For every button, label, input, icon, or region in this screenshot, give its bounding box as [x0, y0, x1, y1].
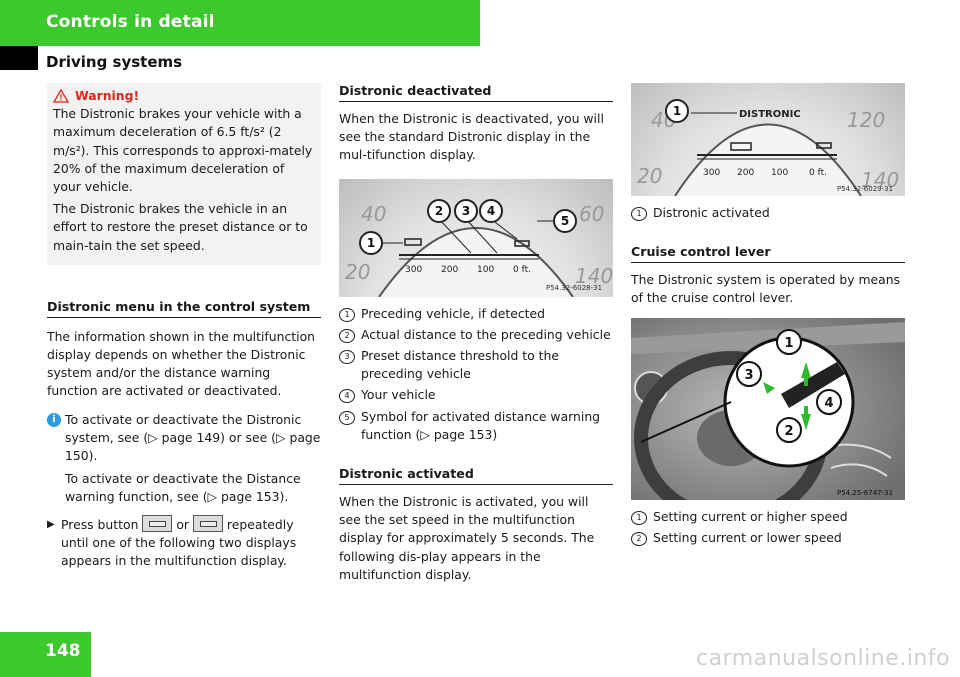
info-text-2: To activate or deactivate the Distance w… [65, 471, 301, 505]
section-title: Controls in detail [46, 12, 215, 32]
column-3: 40 120 20 140 DISTRONIC 300 200 100 0 ft… [631, 83, 905, 547]
speed-label: 120 [847, 108, 885, 132]
header-tab [0, 46, 38, 70]
column-1: Warning! The Distronic brakes your vehic… [47, 83, 321, 570]
speed-label: 140 [575, 264, 613, 288]
warning-text-1: The Distronic brakes your vehicle with a… [53, 106, 313, 195]
callout-number: 3 [744, 368, 753, 383]
warning-box: Warning! The Distronic brakes your vehic… [47, 83, 321, 265]
distance-label: 100 [477, 265, 494, 275]
distance-label: 100 [771, 168, 788, 178]
watermark: carmanualsonline.info [696, 646, 950, 671]
callout-number: 1 [784, 336, 793, 351]
callout-number: 3 [462, 204, 470, 218]
gauge-display-2: 40 120 20 140 DISTRONIC 300 200 100 0 ft… [637, 99, 899, 196]
figure-distronic-deactivated: 40 60 20 140 300 200 100 0 ft. 1 2 3 [339, 178, 613, 297]
column-2: Distronic deactivated When the Distronic… [339, 83, 613, 584]
distance-label: 0 ft. [809, 168, 827, 178]
figure-code: P54.32-6028-31 [546, 284, 602, 292]
step-arrow-icon: ▶ [47, 518, 55, 530]
page-number: 148 [45, 641, 81, 661]
warning-triangle-icon [53, 89, 69, 103]
paragraph-cruise-control: The Distronic system is operated by mean… [631, 272, 901, 306]
display-button-icon [192, 514, 223, 532]
warning-text-2: The Distronic brakes the vehicle in an e… [53, 201, 308, 253]
speed-label: 140 [861, 168, 899, 192]
step-text-post: repeatedly until one of the following tw… [61, 516, 297, 569]
heading-distronic-menu: Distronic menu in the control system [47, 299, 321, 318]
callout-number: 2 [784, 424, 793, 439]
warning-title: Warning! [53, 87, 315, 105]
callout-number: 5 [561, 214, 569, 228]
figure-cruise-control-lever: 1 2 3 4 P54.25-6747-31 [631, 317, 905, 500]
display-button-icon [142, 514, 173, 532]
distance-label: 0 ft. [513, 265, 531, 275]
warning-title-text: Warning! [75, 88, 140, 103]
speed-label: 20 [345, 260, 370, 284]
speed-label: 20 [637, 164, 662, 188]
step-text-pre: Press button [61, 516, 139, 532]
speed-label: 60 [579, 202, 604, 226]
figure-distronic-activated: 40 120 20 140 DISTRONIC 300 200 100 0 ft… [631, 83, 905, 196]
info-note: i To activate or deactivate the Distroni… [47, 411, 321, 507]
callout-number: 1 [673, 104, 681, 118]
step-text: Press button or repeatedly until one of … [61, 514, 321, 571]
steering-wheel-illustration: 1 2 3 4 P54.25-6747-31 [631, 317, 905, 500]
intro-paragraph: The information shown in the multifuncti… [47, 328, 316, 399]
distance-label: 200 [737, 168, 754, 178]
instruction-step: ▶ Press button or repeatedly until one o… [47, 514, 321, 571]
info-icon: i [47, 412, 61, 427]
header-bar [0, 0, 480, 46]
subsection-title: Driving systems [46, 53, 183, 71]
heading-cruise-control-lever: Cruise control lever [631, 244, 905, 264]
gauge-display-1: 40 60 20 140 300 200 100 0 ft. 1 2 3 [345, 198, 613, 297]
heading-distronic-deactivated: Distronic deactivated [339, 83, 613, 102]
heading-distronic-activated: Distronic activated [339, 466, 613, 486]
figure-code: P54.32-6029-31 [837, 185, 893, 193]
distance-label: 200 [441, 265, 458, 275]
page-number-box [0, 632, 91, 677]
step-text-or: or [176, 516, 190, 532]
callout-number: 4 [824, 396, 833, 411]
callout-number: 1 [367, 236, 375, 250]
distance-label: 300 [405, 265, 422, 275]
figure-code: P54.25-6747-31 [837, 489, 893, 497]
callout-number: 2 [435, 204, 443, 218]
distronic-label: DISTRONIC [739, 109, 801, 120]
speed-label: 40 [361, 202, 386, 226]
paragraph-deactivated: When the Distronic is deactivated, you w… [339, 111, 604, 163]
info-text-1: To activate or deactivate the Distronic … [65, 411, 321, 464]
distance-label: 300 [703, 168, 720, 178]
paragraph-activated: When the Distronic is activated, you wil… [339, 494, 595, 582]
callout-number: 4 [487, 204, 495, 218]
